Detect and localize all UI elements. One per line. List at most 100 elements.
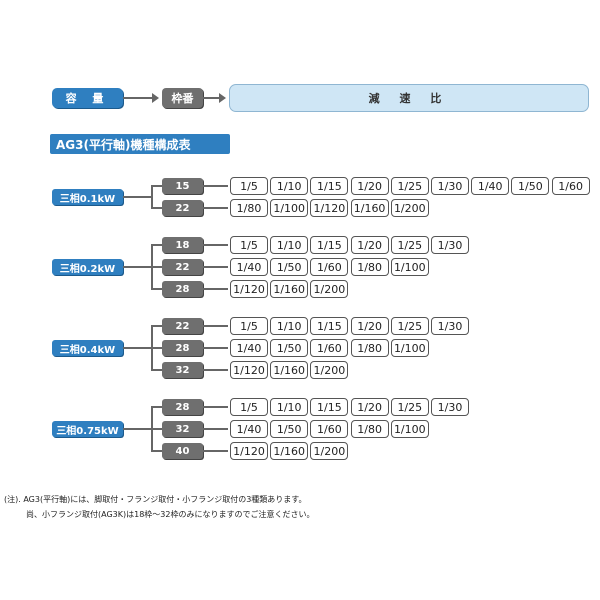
ratio-text: 1/5: [240, 179, 258, 193]
ratio-text: 1/10: [276, 179, 302, 193]
ratio-text: 1/60: [317, 422, 342, 436]
frame-text: 32: [175, 364, 190, 376]
connector-line: [203, 288, 228, 290]
frame-number: 15: [162, 178, 203, 194]
ratio-text: 1/10: [276, 238, 302, 252]
ratio-cell: 1/10: [270, 236, 309, 254]
legend-frame: 枠番: [162, 88, 203, 108]
ratio-cell: 1/10: [270, 317, 309, 335]
capacity-label: 三相0.75kW: [52, 421, 123, 437]
ratio-text: 1/50: [276, 260, 302, 274]
frame-text: 40: [175, 445, 190, 457]
ratio-cell: 1/100: [390, 339, 429, 357]
legend-arrow-line: [123, 97, 153, 99]
ratio-text: 1/100: [393, 260, 426, 274]
ratio-text: 1/100: [273, 201, 306, 215]
ratio-text: 1/50: [276, 422, 302, 436]
ratio-cell: 1/40: [230, 258, 268, 276]
ratio-text: 1/160: [273, 282, 306, 296]
connector-line: [151, 266, 162, 268]
ratio-cell: 1/60: [310, 339, 349, 357]
ratio-cell: 1/25: [390, 398, 429, 416]
ratio-text: 1/40: [236, 260, 262, 274]
connector-line: [123, 266, 151, 268]
ratio-cell: 1/5: [230, 177, 268, 195]
connector-line: [151, 325, 162, 327]
ratio-text: 1/160: [273, 444, 306, 458]
frame-number: 28: [162, 399, 203, 415]
ratio-cell: 1/30: [431, 177, 469, 195]
ratio-cell: 1/20: [350, 236, 389, 254]
ratio-text: 1/80: [357, 260, 382, 274]
legend-arrow-line: [203, 97, 220, 99]
ratio-cell: 1/120: [230, 442, 268, 460]
frame-number: 22: [162, 200, 203, 216]
ratio-cell: 1/160: [350, 199, 389, 217]
arrow-right-icon: [152, 93, 159, 103]
ratio-text: 1/25: [397, 400, 423, 414]
ratio-cell: 1/80: [230, 199, 268, 217]
capacity-text: 三相0.4kW: [59, 344, 116, 356]
frame-number: 22: [162, 259, 203, 275]
ratio-text: 1/20: [357, 319, 382, 333]
ratio-cell: 1/50: [511, 177, 550, 195]
connector-line: [151, 288, 162, 290]
ratio-cell: 1/200: [310, 361, 349, 379]
ratio-text: 1/80: [357, 341, 382, 355]
ratio-text: 1/80: [357, 422, 382, 436]
ratio-cell: 1/40: [230, 420, 268, 438]
ratio-cell: 1/60: [551, 177, 590, 195]
ratio-cell: 1/100: [390, 420, 429, 438]
ratio-cell: 1/120: [230, 361, 268, 379]
ratio-cell: 1/50: [270, 339, 309, 357]
ratio-cell: 1/10: [270, 398, 309, 416]
ratio-cell: 1/20: [350, 177, 389, 195]
ratio-cell: 1/160: [270, 280, 309, 298]
ratio-cell: 1/25: [390, 317, 429, 335]
legend-ratio: 減 速 比: [229, 84, 589, 112]
ratio-cell: 1/40: [471, 177, 510, 195]
frame-number: 18: [162, 237, 203, 253]
capacity-text: 三相0.2kW: [59, 263, 116, 275]
connector-line: [203, 428, 228, 430]
connector-line: [203, 347, 228, 349]
ratio-text: 1/200: [313, 282, 346, 296]
ratio-text: 1/160: [273, 363, 306, 377]
ratio-cell: 1/200: [310, 442, 349, 460]
ratio-text: 1/10: [276, 319, 302, 333]
ratio-cell: 1/160: [270, 361, 309, 379]
frame-text: 28: [175, 342, 190, 354]
frame-number: 40: [162, 443, 203, 459]
ratio-text: 1/30: [437, 179, 463, 193]
frame-number: 28: [162, 281, 203, 297]
frame-text: 22: [175, 320, 190, 332]
ratio-text: 1/50: [276, 341, 302, 355]
ratio-text: 1/60: [317, 341, 342, 355]
ratio-cell: 1/80: [350, 258, 389, 276]
frame-text: 15: [175, 180, 190, 192]
ratio-text: 1/200: [313, 363, 346, 377]
legend-capacity: 容 量: [52, 88, 123, 108]
frame-text: 22: [175, 202, 190, 214]
ratio-text: 1/200: [313, 444, 346, 458]
connector-line: [123, 428, 151, 430]
ratio-text: 1/40: [236, 422, 262, 436]
capacity-text: 三相0.1kW: [59, 193, 116, 205]
note-line-1: (注). AG3(平行軸)には、脚取付・フランジ取付・小フランジ取付の3種類あり…: [4, 495, 307, 504]
connector-line: [151, 185, 162, 187]
connector-line: [203, 406, 228, 408]
frame-text: 18: [175, 239, 190, 251]
ratio-text: 1/25: [397, 238, 423, 252]
ratio-cell: 1/5: [230, 317, 268, 335]
ratio-cell: 1/200: [390, 199, 429, 217]
ratio-cell: 1/30: [431, 398, 469, 416]
ratio-text: 1/80: [236, 201, 262, 215]
ratio-text: 1/25: [397, 319, 423, 333]
ratio-cell: 1/15: [310, 398, 349, 416]
ratio-cell: 1/5: [230, 236, 268, 254]
ratio-cell: 1/120: [230, 280, 268, 298]
ratio-text: 1/15: [317, 179, 342, 193]
frame-number: 32: [162, 421, 203, 437]
ratio-cell: 1/25: [390, 177, 429, 195]
ratio-text: 1/120: [313, 201, 346, 215]
